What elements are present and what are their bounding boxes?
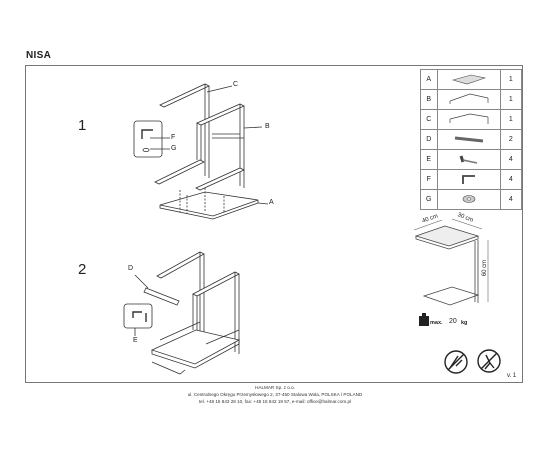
label-b-step1: B <box>265 123 270 130</box>
step-1-number: 1 <box>78 117 87 134</box>
detail-box-1 <box>133 120 163 158</box>
label-a-step1: A <box>269 199 274 206</box>
parts-row: F 4 <box>420 169 523 190</box>
max-load-unit: kg <box>461 320 468 326</box>
step-2-number: 2 <box>78 261 87 278</box>
footer-contact: tel. +48 15 843 28 10, fax: +48 15 842 1… <box>198 399 352 404</box>
footer-company: HALMAR Sp. z o.o. <box>255 385 295 390</box>
parts-row: B 1 <box>420 89 523 110</box>
label-e-step2: E <box>133 337 138 344</box>
washer-icon <box>436 189 501 210</box>
max-load-label: max. <box>430 320 443 326</box>
instruction-frame <box>25 65 523 383</box>
parts-row: A 1 <box>420 69 523 90</box>
label-g-step1: G <box>171 145 177 152</box>
label-f-step1: F <box>171 134 176 141</box>
no-stand-icon <box>477 349 501 373</box>
max-load-value: 20 <box>449 318 457 325</box>
dimension-height: 60 cm <box>482 259 489 277</box>
no-climb-icon <box>444 350 468 374</box>
version-label: v. 1 <box>507 373 517 379</box>
parts-row: E 4 <box>420 149 523 170</box>
label-d-step2: D <box>128 265 134 272</box>
label-c-step1: C <box>233 81 239 88</box>
detail-box-2 <box>123 303 153 329</box>
part-qty: 4 <box>499 189 523 210</box>
part-qty: 1 <box>499 69 523 90</box>
bar-d <box>143 287 180 306</box>
parts-table: A 1 B 1 C 1 D 2 E 4 F 4 G 4 <box>420 69 523 210</box>
parts-row: D 2 <box>420 129 523 150</box>
company-footer: HALMAR Sp. z o.o. ul. Centralnego Okręgu… <box>0 384 550 405</box>
product-title: NISA <box>26 50 52 61</box>
footer-address: ul. Centralnego Okręgu Przemysłowego 2, … <box>187 392 363 397</box>
parts-row: G 4 <box>420 189 523 210</box>
weight-icon <box>419 313 429 326</box>
